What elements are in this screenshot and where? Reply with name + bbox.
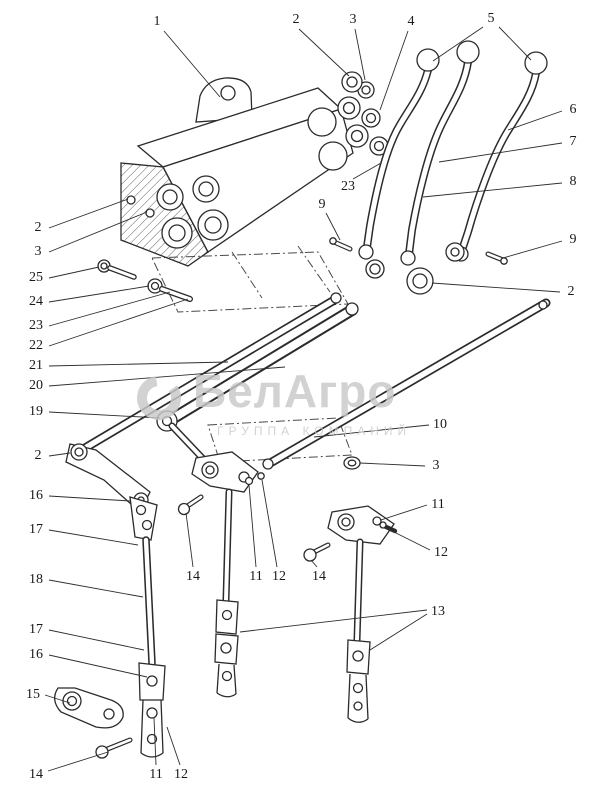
leader-line-17 [48, 529, 139, 546]
leader-line-3 [354, 28, 366, 81]
leader-line-12 [261, 479, 278, 568]
leader-line-4 [379, 30, 409, 111]
leader-line-18 [48, 579, 144, 598]
leader-line-13 [239, 609, 428, 633]
leader-line-5 [432, 26, 484, 62]
leader-line-24 [48, 285, 150, 303]
leader-line-2 [298, 28, 350, 77]
left-linkage [54, 443, 166, 759]
knob-2 [456, 40, 480, 64]
control-levers [329, 40, 548, 295]
leader-line-14 [47, 751, 109, 772]
leader-line-3 [359, 462, 426, 467]
leader-line-5 [498, 26, 532, 61]
leader-line-12 [166, 726, 181, 766]
mounting-ear [195, 77, 253, 123]
leader-line-21 [48, 361, 229, 367]
leader-line-11 [380, 504, 428, 521]
leader-line-6 [507, 110, 563, 131]
leader-line-15 [44, 694, 71, 704]
leader-line-14 [310, 559, 318, 568]
leader-line-1 [163, 30, 221, 98]
leader-line-7 [438, 142, 563, 163]
leader-line-9 [325, 212, 341, 241]
spool-caps [337, 71, 389, 156]
leader-line-11 [248, 484, 257, 568]
lever-arm-15 [54, 687, 124, 729]
leader-line-10 [313, 424, 430, 438]
mounting-bolts [97, 259, 193, 302]
leader-line-2 [48, 452, 71, 457]
leader-line-2 [48, 198, 129, 229]
leader-line-2 [431, 282, 561, 293]
leader-line-8 [422, 182, 563, 198]
leader-line-22 [48, 298, 189, 347]
leader-line-11 [153, 717, 157, 766]
leader-line-23 [48, 291, 171, 327]
distributor-housing [120, 77, 354, 267]
knob-3 [524, 51, 548, 75]
leader-line-16 [48, 654, 148, 678]
leader-line-13 [369, 613, 428, 651]
leader-line-3 [48, 211, 148, 253]
knob-1 [416, 48, 440, 72]
middle-linkage [168, 422, 265, 698]
right-linkage [303, 505, 398, 723]
leader-line-17 [48, 629, 145, 651]
leader-line-25 [48, 266, 100, 279]
leader-line-23 [352, 162, 382, 180]
leader-line-16 [48, 495, 131, 502]
drive-rods [75, 292, 551, 470]
leader-lines [44, 26, 563, 772]
leader-line-14 [185, 512, 194, 568]
leader-line-12 [389, 529, 431, 551]
leader-line-9 [502, 240, 563, 259]
